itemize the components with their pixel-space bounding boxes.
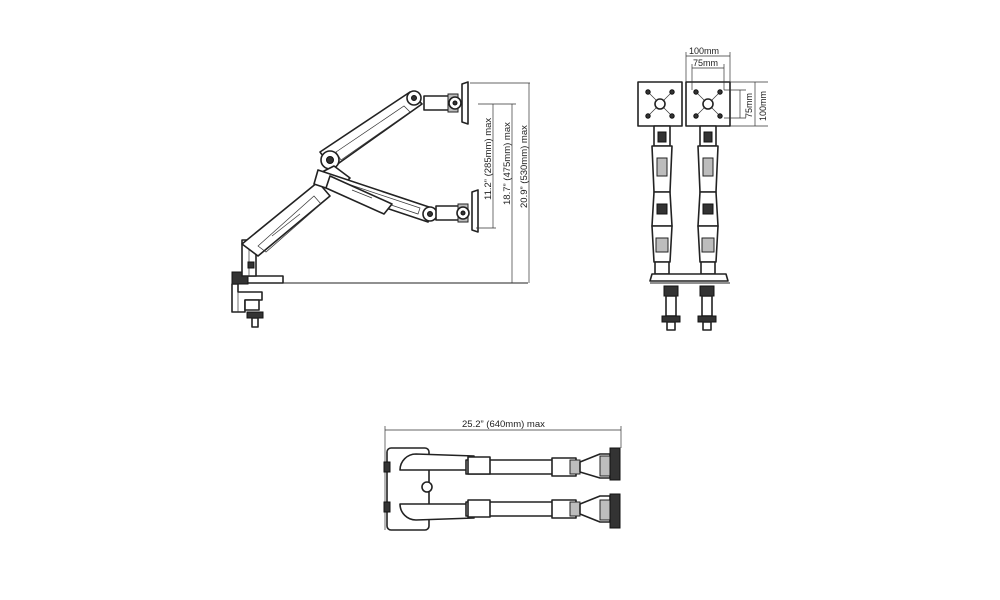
vesa-plate-left	[637, 81, 683, 127]
vesa-100mm-label: 100mm	[689, 46, 719, 56]
top-lower-arm	[399, 493, 621, 529]
top-view: 25.2” (640mm) max	[383, 419, 622, 531]
front-arm-left	[651, 125, 673, 275]
upper-arm	[319, 90, 423, 187]
vesa-plate-right	[685, 81, 731, 127]
dim-18-7-label: 18.7” (475mm) max	[502, 122, 513, 205]
top-upper-arm	[399, 447, 621, 481]
vesa-v-100mm-label: 100mm	[758, 91, 768, 121]
reach-label: 25.2” (640mm) max	[462, 419, 545, 430]
vesa-v-75mm-label: 75mm	[744, 93, 754, 118]
reach-dimension	[384, 426, 622, 530]
upper-monitor-head	[423, 81, 469, 125]
front-base	[649, 273, 730, 284]
vesa-75mm-label: 75mm	[693, 58, 718, 68]
lower-arm	[313, 169, 438, 223]
lower-base-arm	[241, 181, 331, 257]
lower-monitor-head	[435, 189, 479, 233]
desk-clamp	[231, 271, 284, 328]
front-clamps	[661, 285, 717, 331]
height-dimensions	[470, 82, 530, 283]
side-view: 11.2” (285mm) max 18.7” (475mm) max 20.9…	[231, 81, 530, 328]
dim-11-2-label: 11.2” (285mm) max	[483, 118, 494, 200]
vesa-dimensions	[685, 52, 768, 127]
front-arm-right	[697, 125, 719, 275]
dim-20-9-label: 20.9” (530mm) max	[519, 125, 530, 208]
front-view: 100mm 75mm 75mm 100mm	[637, 46, 768, 331]
